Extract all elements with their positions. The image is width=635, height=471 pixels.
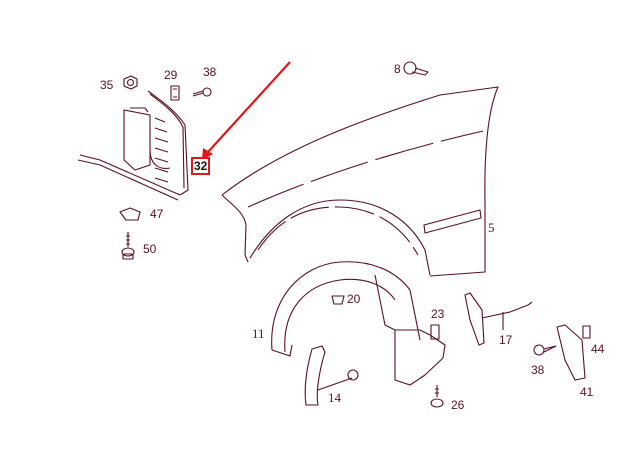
bracket-assembly-32	[77, 90, 189, 201]
part-label-17[interactable]: 17	[499, 333, 513, 347]
wheel-liner-11	[271, 261, 421, 357]
screw-icon-38-top	[192, 87, 212, 97]
part-label-26[interactable]: 26	[451, 398, 465, 412]
part-label-44[interactable]: 44	[591, 342, 605, 356]
clip-icon-47	[119, 207, 141, 221]
nut-icon-35	[123, 75, 138, 90]
part-label-38[interactable]: 38	[203, 65, 217, 79]
part-label-23[interactable]: 23	[431, 307, 445, 321]
grommet-icon-20	[331, 295, 345, 305]
clip-icon-44	[582, 325, 591, 339]
part-label-5[interactable]: 5	[488, 220, 495, 235]
trim-panel-17	[464, 292, 533, 346]
screw-icon-26	[430, 385, 444, 408]
clip-icon-29	[170, 85, 180, 101]
part-label-29[interactable]: 29	[164, 68, 178, 82]
trim-strip-14	[304, 345, 359, 406]
part-label-20[interactable]: 20	[347, 292, 361, 306]
highlighted-part-callout[interactable]: 32	[191, 157, 211, 175]
part-label-14[interactable]: 14	[328, 390, 341, 405]
part-label-38[interactable]: 38	[531, 363, 545, 377]
bolt-icon-8	[403, 61, 429, 76]
part-label-47[interactable]: 47	[150, 207, 164, 221]
part-label-11[interactable]: 11	[252, 326, 265, 341]
mud-flap	[374, 274, 446, 386]
part-label-8[interactable]: 8	[394, 62, 401, 76]
screw-icon-50	[121, 232, 135, 260]
panel-41	[556, 324, 586, 381]
screw-icon-38-bottom	[533, 344, 557, 356]
part-label-35[interactable]: 35	[100, 78, 114, 92]
part-label-41[interactable]: 41	[580, 385, 594, 399]
part-label-50[interactable]: 50	[143, 242, 157, 256]
fender-5	[221, 86, 499, 277]
clip-icon-23	[430, 324, 440, 340]
